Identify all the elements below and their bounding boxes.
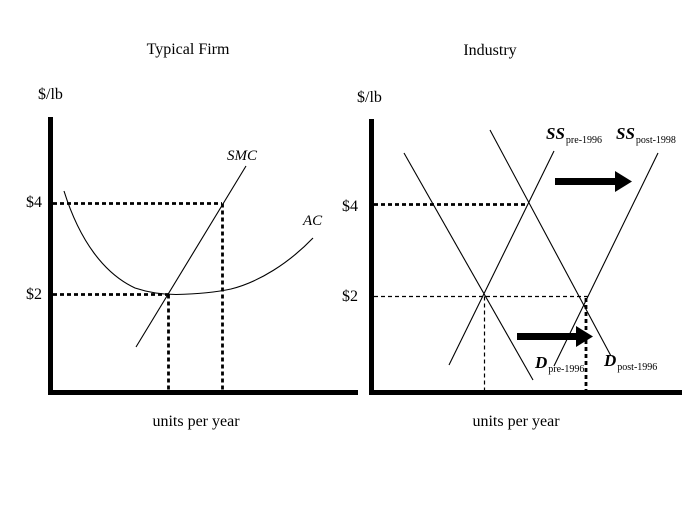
right-y-axis-label: $/lb: [357, 89, 382, 106]
right-y-axis: [369, 119, 374, 395]
right-price-2-label: $2: [342, 288, 358, 305]
left-x-axis-label: units per year: [152, 413, 240, 430]
supply-post-main: SS: [616, 124, 635, 143]
left-price-4-label: $4: [26, 194, 42, 211]
left-price-2-label: $2: [26, 286, 42, 303]
demand-shift-arrow: [517, 326, 593, 347]
demand-post-main: D: [604, 351, 617, 370]
supply-pre-sub: pre-1996: [565, 135, 603, 146]
demand-pre-curve: [403, 152, 534, 381]
supply-shift-arrow: [555, 171, 632, 192]
demand-post-curve-label: Dpost-1996: [604, 351, 658, 373]
supply-pre-curve: [448, 150, 555, 366]
supply-post-curve: [553, 152, 659, 367]
supply-pre-main: SS: [546, 124, 565, 143]
left-x-axis: [48, 390, 358, 395]
right-panel-title: Industry: [463, 42, 517, 59]
demand-pre-main: D: [535, 353, 548, 372]
demand-pre-sub: pre-1996: [548, 364, 585, 375]
supply-post-curve-label: SSpost-1998: [616, 124, 676, 146]
right-x-axis-label: units per year: [472, 413, 560, 430]
demand-pre-curve-label: Dpre-1996: [535, 353, 585, 375]
demand-post-curve: [489, 129, 612, 357]
ac-curve: [63, 190, 314, 296]
demand-post-sub: post-1996: [617, 362, 658, 373]
supply-post-sub: post-1998: [635, 135, 676, 146]
smc-curve: [135, 165, 247, 348]
smc-curve-label: SMC: [227, 148, 257, 164]
left-y-axis-label: $/lb: [38, 86, 63, 103]
left-panel-title: Typical Firm: [146, 41, 230, 58]
right-price-4-label: $4: [342, 198, 358, 215]
left-y-axis: [48, 117, 53, 395]
ac-curve-label: AC: [303, 213, 323, 229]
right-x-axis: [369, 390, 682, 395]
supply-pre-curve-label: SSpre-1996: [546, 124, 603, 146]
